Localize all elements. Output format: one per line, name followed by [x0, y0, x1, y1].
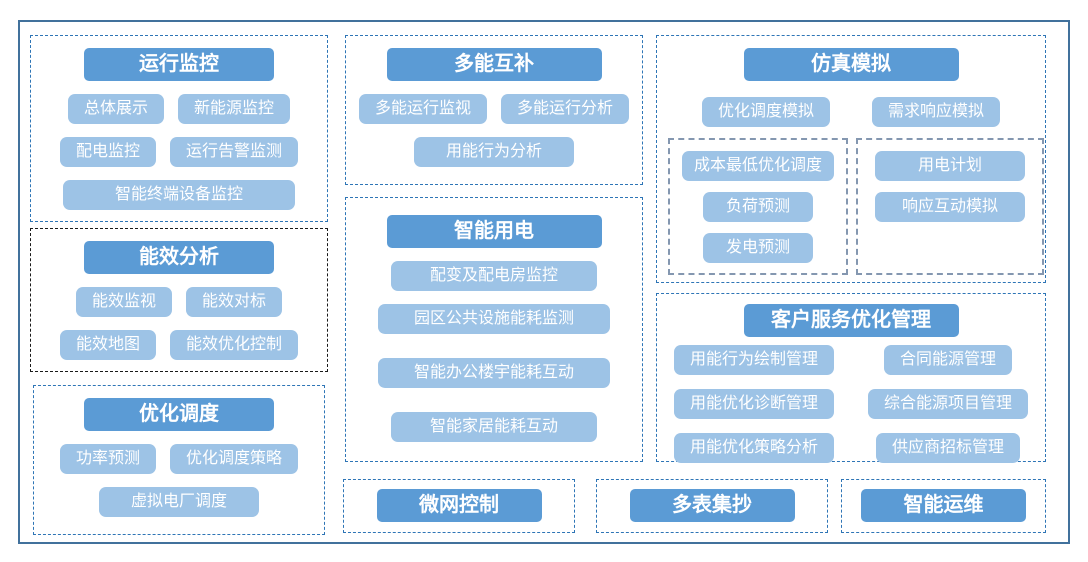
panel-title-microgrid-control: 微网控制	[376, 489, 542, 522]
module-multi-energy-monitoring: 多能运行监视	[358, 94, 487, 124]
module-row: 虚拟电厂调度	[34, 487, 324, 517]
module-virtual-power-plant-dispatch: 虚拟电厂调度	[99, 487, 259, 517]
module-efficiency-optimal-control: 能效优化控制	[170, 330, 299, 360]
module-generation-forecast: 发电预测	[703, 233, 813, 263]
module-office-building-energy-interaction: 智能办公楼宇能耗互动	[378, 358, 610, 388]
panel-smart-power-use: 智能用电 配变及配电房监控 园区公共设施能耗监测 智能办公楼宇能耗互动 智能家居…	[345, 197, 643, 462]
module-demand-response-simulation: 需求响应模拟	[872, 97, 1001, 127]
module-efficiency-benchmarking: 能效对标	[186, 287, 283, 317]
module-smart-home-energy-interaction: 智能家居能耗互动	[391, 412, 597, 442]
panel-title-operation-monitoring: 运行监控	[84, 48, 274, 81]
panel-multi-meter-reading: 多表集抄	[596, 479, 828, 533]
module-row: 多能运行监视 多能运行分析	[346, 94, 642, 124]
module-power-forecast: 功率预测	[59, 444, 156, 474]
panel-title-simulation: 仿真模拟	[743, 48, 959, 81]
panel-title-optimal-dispatch: 优化调度	[84, 398, 274, 431]
module-multi-energy-analysis: 多能运行分析	[501, 94, 630, 124]
panel-title-customer-service: 客户服务优化管理	[743, 304, 959, 337]
module-dispatch-strategy: 优化调度策略	[170, 444, 299, 474]
module-row: 功率预测 优化调度策略	[34, 444, 324, 474]
panel-microgrid-control: 微网控制	[343, 479, 575, 533]
module-energy-optimization-strategy-analysis: 用能优化策略分析	[673, 433, 834, 463]
module-row: 配变及配电房监控	[346, 261, 642, 291]
module-contract-energy-mgmt: 合同能源管理	[883, 345, 1012, 375]
subpanel-dispatch-simulation-group: 成本最低优化调度 负荷预测 发电预测	[668, 138, 848, 275]
panel-smart-operation-maintenance: 智能运维	[841, 479, 1046, 533]
module-row: 智能家居能耗互动	[346, 412, 642, 442]
module-energy-optimization-diagnosis-mgmt: 用能优化诊断管理	[673, 389, 834, 419]
panel-simulation: 仿真模拟 优化调度模拟 需求响应模拟 成本最低优化调度 负荷预测 发电预测 用电…	[656, 35, 1046, 283]
module-efficiency-monitoring: 能效监视	[75, 287, 172, 317]
module-transformer-room-monitoring: 配变及配电房监控	[391, 261, 597, 291]
module-row: 用电计划	[858, 151, 1042, 181]
module-row: 用能行为分析	[346, 137, 642, 167]
module-new-energy-monitoring: 新能源监控	[178, 94, 291, 124]
panel-operation-monitoring: 运行监控 总体展示 新能源监控 配电监控 运行告警监测 智能终端设备监控	[30, 35, 328, 222]
module-row: 负荷预测	[670, 192, 846, 222]
module-energy-behavior-mapping-mgmt: 用能行为绘制管理	[673, 345, 834, 375]
module-alarm-monitoring: 运行告警监测	[170, 137, 299, 167]
module-energy-behavior-analysis: 用能行为分析	[414, 137, 574, 167]
module-columns: 用能行为绘制管理 用能优化诊断管理 用能优化策略分析 合同能源管理 综合能源项目…	[657, 345, 1045, 463]
panel-multi-energy-complementation: 多能互补 多能运行监视 多能运行分析 用能行为分析	[345, 35, 643, 185]
module-row: 响应互动模拟	[858, 192, 1042, 222]
module-overall-display: 总体展示	[67, 94, 164, 124]
module-distribution-monitoring: 配电监控	[59, 137, 156, 167]
module-supplier-bidding-mgmt: 供应商招标管理	[875, 433, 1020, 463]
module-row: 发电预测	[670, 233, 846, 263]
subpanel-response-simulation-group: 用电计划 响应互动模拟	[856, 138, 1044, 275]
module-row: 配电监控 运行告警监测	[31, 137, 327, 167]
panel-customer-service-optimization: 客户服务优化管理 用能行为绘制管理 用能优化诊断管理 用能优化策略分析 合同能源…	[656, 293, 1046, 463]
panel-optimal-dispatch: 优化调度 功率预测 优化调度策略 虚拟电厂调度	[33, 385, 325, 535]
module-row: 总体展示 新能源监控	[31, 94, 327, 124]
module-row: 智能终端设备监控	[31, 180, 327, 210]
module-row: 优化调度模拟 需求响应模拟	[657, 97, 1045, 127]
module-row: 能效监视 能效对标	[31, 287, 327, 317]
module-integrated-energy-project-mgmt: 综合能源项目管理	[867, 389, 1028, 419]
module-row: 园区公共设施能耗监测	[346, 304, 642, 334]
module-row: 智能办公楼宇能耗互动	[346, 358, 642, 388]
module-response-interaction-simulation: 响应互动模拟	[875, 192, 1025, 222]
module-column-left: 用能行为绘制管理 用能优化诊断管理 用能优化策略分析	[657, 345, 851, 463]
panel-title-multi-energy: 多能互补	[386, 48, 602, 81]
module-row: 成本最低优化调度	[670, 151, 846, 181]
module-power-use-plan: 用电计划	[875, 151, 1025, 181]
module-dispatch-simulation: 优化调度模拟	[701, 97, 830, 127]
module-park-facility-energy-monitoring: 园区公共设施能耗监测	[378, 304, 610, 334]
module-row: 能效地图 能效优化控制	[31, 330, 327, 360]
panel-energy-efficiency-analysis: 能效分析 能效监视 能效对标 能效地图 能效优化控制	[30, 228, 328, 372]
module-lowest-cost-dispatch: 成本最低优化调度	[681, 151, 834, 181]
panel-title-smart-power-use: 智能用电	[386, 215, 602, 248]
module-smart-terminal-monitoring: 智能终端设备监控	[63, 180, 295, 210]
module-efficiency-map: 能效地图	[59, 330, 156, 360]
panel-title-smart-om: 智能运维	[861, 489, 1026, 522]
module-column-right: 合同能源管理 综合能源项目管理 供应商招标管理	[851, 345, 1045, 463]
panel-title-multi-meter-reading: 多表集抄	[629, 489, 795, 522]
panel-title-energy-efficiency: 能效分析	[84, 241, 274, 274]
module-load-forecast: 负荷预测	[703, 192, 813, 222]
